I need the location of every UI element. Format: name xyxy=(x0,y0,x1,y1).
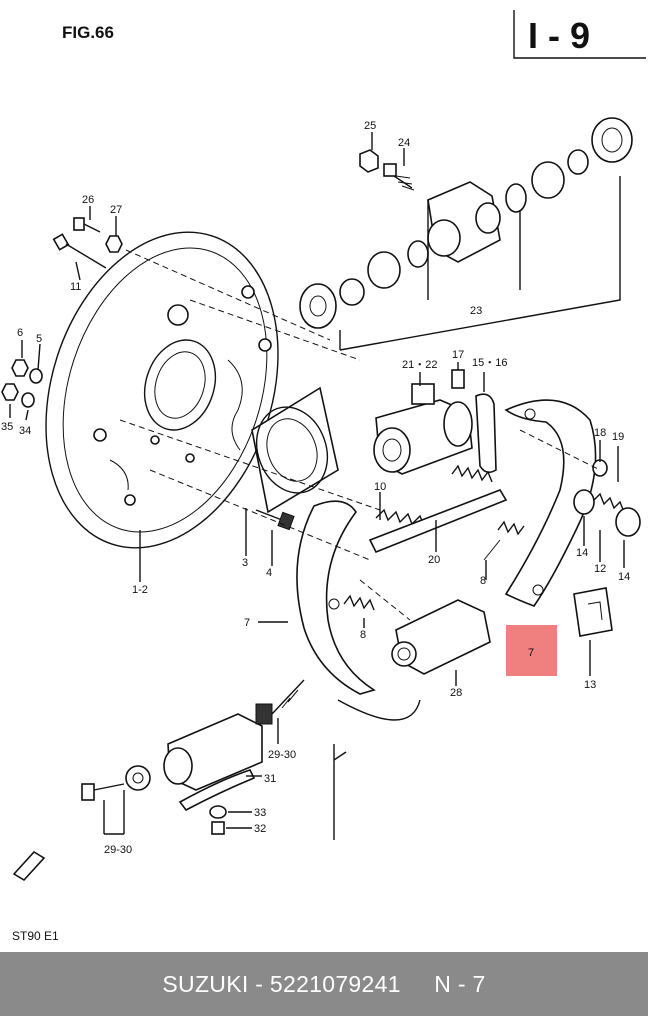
callout-7: 7 xyxy=(244,617,250,629)
callout-6: 6 xyxy=(17,327,23,339)
washer-34 xyxy=(21,392,35,408)
callout-15-16: 15・16 xyxy=(472,357,507,369)
nut-6 xyxy=(11,359,29,377)
brake-shoe-right xyxy=(504,399,597,607)
callout-12: 12 xyxy=(594,563,606,575)
link-15-16 xyxy=(475,393,497,474)
wheel-cylinder-lower xyxy=(373,383,473,475)
callout-26: 26 xyxy=(82,194,94,206)
nut-27 xyxy=(105,235,123,253)
wheel-cylinder-upper xyxy=(299,117,633,351)
callout-8b: 8 xyxy=(360,629,366,641)
bolt-4 xyxy=(255,509,295,531)
washer-5 xyxy=(29,368,43,384)
footer-bar: SUZUKI - 5221079241 N - 7 xyxy=(0,952,648,1016)
leader-lines xyxy=(9,132,625,840)
footer-text: SUZUKI - 5221079241 N - 7 xyxy=(162,970,486,997)
screw-32 xyxy=(211,821,225,835)
bracket-31 xyxy=(178,769,256,812)
bolt-26 xyxy=(73,217,101,233)
callout-33: 33 xyxy=(254,807,266,819)
nut-35 xyxy=(1,383,19,401)
callout-23: 23 xyxy=(470,305,482,317)
callout-24: 24 xyxy=(398,137,410,149)
highlight-box xyxy=(506,625,557,676)
callout-10: 10 xyxy=(374,481,386,493)
spring-8b xyxy=(343,594,375,611)
callout-5: 5 xyxy=(36,333,42,345)
hold-down-14a xyxy=(573,489,595,515)
flange-plate xyxy=(251,386,339,514)
gear-29-30 xyxy=(125,765,151,791)
callout-3: 3 xyxy=(242,557,248,569)
adjuster-28 xyxy=(391,599,491,675)
callout-4: 4 xyxy=(266,567,272,579)
lever-assembly xyxy=(163,679,305,791)
hold-down-spring-12 xyxy=(593,492,625,513)
spring-8a xyxy=(483,520,525,561)
bleeder-24 xyxy=(383,163,415,191)
callout-27: 27 xyxy=(110,204,122,216)
callout-13: 13 xyxy=(584,679,596,691)
callout-25: 25 xyxy=(364,120,376,132)
page-code-box: I - 9 xyxy=(513,10,646,59)
callout-21-22: 21・22 xyxy=(402,359,437,371)
callout-8a: 8 xyxy=(480,575,486,587)
hold-down-14b xyxy=(615,507,641,537)
callout-29-30a: 29-30 xyxy=(268,749,296,761)
pin-17 xyxy=(451,369,465,389)
backing-plate xyxy=(45,231,279,549)
callout-18: 18 xyxy=(594,427,606,439)
callout-32: 32 xyxy=(254,823,266,835)
fwd-arrow-icon xyxy=(12,850,46,882)
callout-29-30b: 29-30 xyxy=(104,844,132,856)
bolt-29-30 xyxy=(81,783,125,801)
brake-shoe-left xyxy=(296,500,376,695)
parts-diagram: FIG.66 I - 9 xyxy=(1,10,646,943)
clip-13 xyxy=(573,587,613,637)
spring-upper xyxy=(451,464,493,483)
page-code: I - 9 xyxy=(528,15,590,56)
callout-14b: 14 xyxy=(618,571,630,583)
figure-label: FIG.66 xyxy=(62,23,114,42)
callout-11: 11 xyxy=(70,281,81,293)
callout-28: 28 xyxy=(450,687,462,699)
highlight-label: 7 xyxy=(528,647,534,659)
bolt-11 xyxy=(52,233,107,269)
callout-17: 17 xyxy=(452,349,464,361)
callout-14a: 14 xyxy=(576,547,588,559)
callout-1-2: 1-2 xyxy=(132,584,148,596)
washer-33 xyxy=(209,805,227,819)
callout-34: 34 xyxy=(19,425,31,437)
adjuster-link-20 xyxy=(368,489,508,554)
bleeder-25 xyxy=(359,149,379,173)
callout-19: 19 xyxy=(612,431,624,443)
callout-35: 35 xyxy=(1,421,13,433)
callout-20: 20 xyxy=(428,554,440,566)
bottom-code: ST90 E1 xyxy=(12,929,59,943)
callout-31: 31 xyxy=(264,773,276,785)
